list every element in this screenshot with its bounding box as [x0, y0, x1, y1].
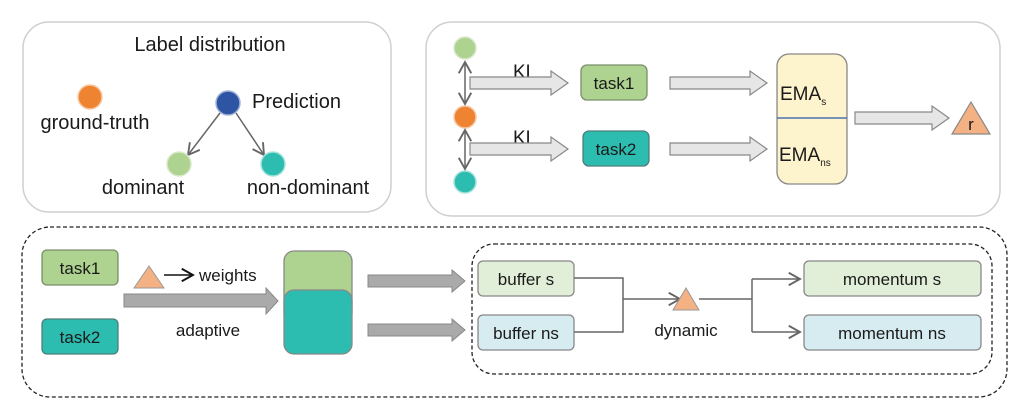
r-triangle-icon [950, 100, 992, 135]
momentum-ns-box [803, 314, 982, 351]
block-arrow-to-buffer-s [367, 268, 466, 294]
momentum-ns-label: momentum ns [838, 324, 946, 343]
task1-box [41, 249, 119, 286]
dominant-node [453, 36, 477, 60]
panel-border [22, 21, 392, 213]
ema-box [776, 53, 848, 185]
prediction-node [215, 90, 241, 116]
ground-truth-node [453, 105, 477, 129]
dynamic-triangle-icon [672, 287, 700, 311]
weights-label: weights [198, 266, 257, 285]
buffer-ns-label: buffer ns [493, 324, 559, 343]
block-arrow-task1-ema [669, 69, 769, 97]
non-dominant-node [453, 170, 477, 194]
outer-dashed-border [21, 226, 1008, 398]
stacked-bottom-block [283, 289, 353, 355]
weights-triangle-icon [133, 265, 165, 289]
task2-label: task2 [596, 140, 637, 159]
panel-title: Label distribution [134, 34, 285, 56]
task2-box [41, 318, 119, 355]
kl-ema-panel: KL KL task1 task2 EMAs EMAns r [425, 21, 1001, 217]
block-arrow-kl-top [469, 69, 570, 97]
task2-label: task2 [60, 328, 101, 347]
task1-label: task1 [60, 259, 101, 278]
ground-truth-node [77, 84, 103, 110]
non-dominant-label: non-dominant [247, 177, 370, 199]
adaptive-label: adaptive [176, 321, 240, 340]
prediction-label: Prediction [252, 91, 341, 113]
ema-s-label: EMAs [780, 84, 826, 108]
non-dominant-node [260, 151, 286, 177]
block-arrow-ema-r [854, 104, 951, 132]
buffer-s-label: buffer s [498, 270, 554, 289]
buffer-merge-connector [574, 277, 624, 333]
panel-border [425, 21, 1001, 217]
dominant-node [166, 151, 192, 177]
block-arrow-kl-bottom [469, 135, 570, 163]
dynamic-label: dynamic [654, 321, 718, 340]
dominant-label: dominant [102, 177, 185, 199]
label-distribution-panel: Label distribution ground-truth Predicti… [22, 21, 392, 213]
r-label: r [968, 115, 974, 134]
adaptive-dynamic-panel: task1 task2 weights adaptive buffer s bu… [21, 226, 1008, 398]
task2-box [582, 130, 650, 167]
block-arrow-adaptive [123, 286, 279, 316]
ground-truth-label: ground-truth [41, 112, 150, 134]
momentum-s-box [803, 260, 982, 297]
task1-label: task1 [594, 74, 635, 93]
arrow-to-dominant [186, 112, 221, 157]
block-arrow-to-buffer-ns [367, 317, 466, 343]
ema-ns-label: EMAns [779, 145, 831, 169]
task1-box [580, 64, 648, 101]
momentum-s-label: momentum s [843, 270, 941, 289]
arrow-to-non-dominant [235, 112, 266, 157]
block-arrow-task2-ema [669, 135, 769, 163]
inner-dashed-border [471, 243, 993, 375]
